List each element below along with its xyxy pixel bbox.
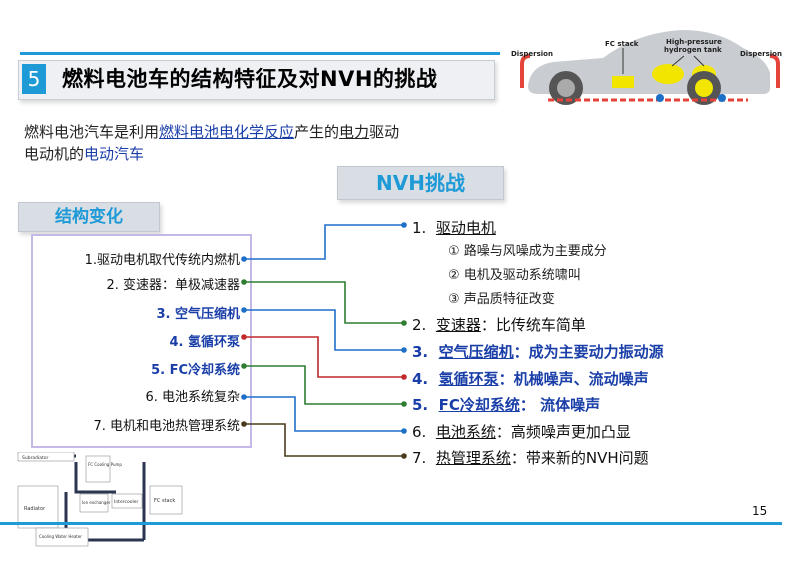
nvh-item-6: 6. 电池系统：高频噪声更加凸显 xyxy=(412,423,631,441)
nvh-challenge-header: NVH挑战 xyxy=(337,166,504,200)
fc-cooling-system-diagram: Subradiator FC Cooling Pump Radiator Ion… xyxy=(17,452,183,547)
intro-text-2: 产生的 xyxy=(294,123,340,141)
nvh-subitem-2: ② 电机及驱动系统啸叫 xyxy=(448,268,581,283)
connector-5 xyxy=(244,365,404,405)
structure-item-6: 6. 电池系统复杂 xyxy=(145,390,240,405)
bottom-accent-line xyxy=(0,522,782,525)
diagram-label-intercooler: Intercooler xyxy=(114,499,138,505)
intro-link-electric-vehicle[interactable]: 电动汽车 xyxy=(84,145,145,163)
connector-1 xyxy=(244,224,404,260)
structure-change-header: 结构变化 xyxy=(18,202,160,232)
nvh-subitem-3: ③ 声品质特征改变 xyxy=(448,292,555,307)
structure-change-panel: 1.驱动电机取代传统内燃机 2. 变速器：单极减速器 3. 空气压缩机 4. 氢… xyxy=(31,234,252,448)
structure-item-1: 1.驱动电机取代传统内燃机 xyxy=(84,253,240,268)
nvh-item-3: 3. 空气压缩机：成为主要动力振动源 xyxy=(412,343,664,361)
car-label-dispersion-left: Dispersion xyxy=(511,50,553,58)
structure-item-5: 5. FC冷却系统 xyxy=(151,363,240,378)
structure-item-4: 4. 氢循环泵 xyxy=(169,335,240,350)
nvh-item-5: 5. FC冷却系统： 流体噪声 xyxy=(412,396,601,414)
connector-7 xyxy=(244,423,404,457)
nvh-item-2: 2. 变速器：比传统车简单 xyxy=(412,316,586,334)
diagram-label-radiator: Radiator xyxy=(24,506,46,512)
car-label-dispersion-right: Dispersion xyxy=(740,50,782,58)
top-accent-line xyxy=(20,52,500,55)
structure-item-2: 2. 变速器：单极减速器 xyxy=(106,278,240,293)
intro-text-4: 电动机的 xyxy=(24,145,85,163)
intro-link-electric-power[interactable]: 电力 xyxy=(339,123,370,141)
diagram-label-fc-stack: FC stack xyxy=(154,498,175,504)
connector-6 xyxy=(244,396,404,432)
diagram-label-water-heater: Cooling Water Heater xyxy=(39,534,82,539)
connector-2 xyxy=(244,281,404,324)
structure-item-7: 7. 电机和电池热管理系统 xyxy=(93,419,240,434)
intro-paragraph: 燃料电池汽车是利用燃料电池电化学反应产生的电力驱动电动机的电动汽车 xyxy=(24,121,484,165)
fcv-car-illustration: Dispersion FC stack High-pressure hydrog… xyxy=(511,30,782,105)
connector-4 xyxy=(244,336,404,378)
section-number: 5 xyxy=(22,64,46,94)
intro-text-1: 燃料电池汽车是利用 xyxy=(24,123,160,141)
title-bar xyxy=(18,60,495,100)
nvh-subitem-1: ① 路噪与风噪成为主要成分 xyxy=(448,244,607,259)
connector-3 xyxy=(244,309,404,351)
slide-title: 燃料电池车的结构特征及对NVH的挑战 xyxy=(62,67,438,91)
intro-link-fuel-cell-reaction[interactable]: 燃料电池电化学反应 xyxy=(159,123,295,141)
diagram-label-ion-exchanger: Ion exchanger xyxy=(82,500,111,505)
intro-text-3: 驱动 xyxy=(369,123,400,141)
car-label-high-pressure: High-pressure xyxy=(666,38,722,46)
page-number: 15 xyxy=(752,504,768,518)
car-label-hydrogen-tank: hydrogen tank xyxy=(664,46,722,54)
nvh-item-4: 4. 氢循环泵：机械噪声、流动噪声 xyxy=(412,370,649,388)
diagram-label-subradiator: Subradiator xyxy=(22,455,49,461)
structure-item-3: 3. 空气压缩机 xyxy=(156,307,240,322)
nvh-item-1: 1. 驱动电机 xyxy=(412,219,496,237)
car-label-fc-stack: FC stack xyxy=(605,40,639,48)
nvh-item-7: 7. 热管理系统：带来新的NVH问题 xyxy=(412,449,649,467)
diagram-label-cooling-pump: FC Cooling Pump xyxy=(88,462,122,467)
